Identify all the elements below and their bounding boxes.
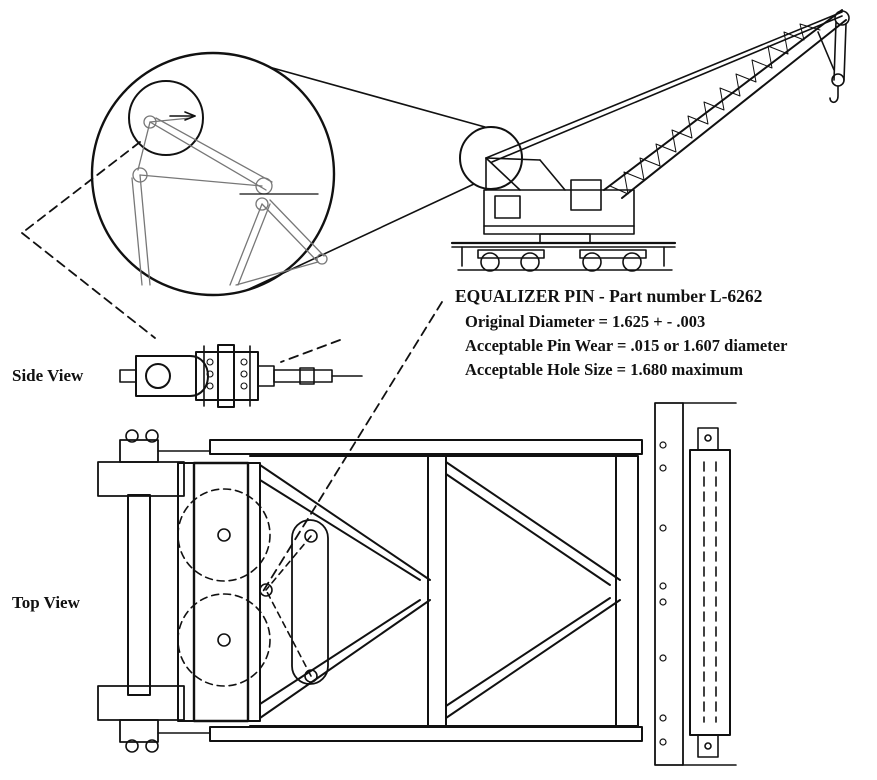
rail-truck [461, 246, 665, 272]
lattice-boom [603, 9, 847, 199]
spec-original-diameter: Original Diameter = 1.625 + - .003 [465, 312, 706, 331]
magnified-detail [90, 51, 486, 297]
side-view-drawing [119, 344, 363, 408]
top-view-frame [97, 402, 737, 766]
crane-illustration [450, 9, 850, 272]
leader-lines [21, 141, 443, 594]
spec-acceptable-hole-size: Acceptable Hole Size = 1.680 maximum [465, 360, 743, 379]
side-view-label: Side View [12, 366, 84, 385]
top-view-label: Top View [12, 593, 80, 612]
spec-acceptable-pin-wear: Acceptable Pin Wear = .015 or 1.607 diam… [465, 336, 788, 355]
callout-title: EQUALIZER PIN - Part number L-6262 [455, 286, 763, 306]
